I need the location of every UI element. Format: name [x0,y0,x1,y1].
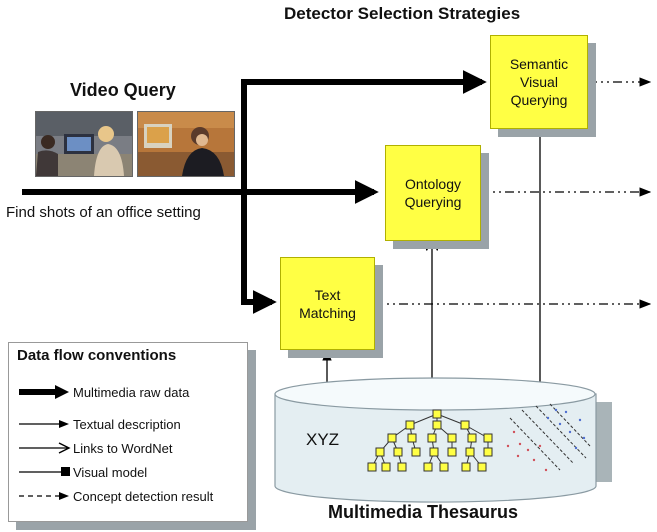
legend-item-textual: Textual description [13,415,243,435]
legend-label-wordnet: Links to WordNet [73,441,173,456]
video-query-title: Video Query [70,80,176,100]
ontology-tree-icon [367,409,493,472]
legend: Data flow conventions Multimedia raw dat… [8,342,248,522]
legend-item-visual-model: Visual model [13,463,243,483]
legend-label-concept-result: Concept detection result [73,489,214,504]
keyframe-photo-2 [137,111,235,177]
feature-space-icon [506,403,591,472]
legend-item-concept-result: Concept detection result [13,487,243,507]
strategies-title: Detector Selection Strategies [284,4,521,23]
query-branch-text [241,192,277,314]
query-branch-semantic [241,70,487,192]
query-text: Find shots of an office setting [6,204,201,221]
legend-label-visual-model: Visual model [73,465,148,480]
visual-model-end [536,128,545,137]
semantic-visual-querying-box: Semantic Visual Querying [490,35,588,129]
legend-item-wordnet: Links to WordNet [13,439,243,459]
text-matching-box: Text Matching [280,257,375,350]
ontology-querying-box: Ontology Querying [385,145,481,241]
keyframe-photo-1 [35,111,133,177]
thesaurus-title: Multimedia Thesaurus [328,502,519,522]
legend-label-textual: Textual description [73,417,181,432]
legend-title: Data flow conventions [17,347,177,364]
legend-label-raw-data: Multimedia raw data [73,385,190,400]
legend-item-raw-data: Multimedia raw data [13,383,243,403]
thesaurus-text-label: XYZ [306,430,340,449]
